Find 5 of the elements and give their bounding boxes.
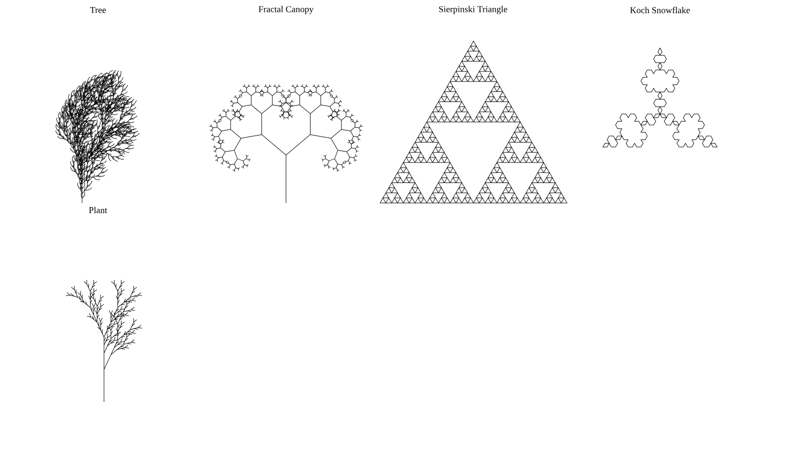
drawing-title: Plant bbox=[89, 206, 108, 214]
drawing-title: Sierpinski Triangle bbox=[439, 6, 508, 14]
drawing-title: Tree bbox=[90, 7, 106, 13]
drawing-title: Koch Snowflake bbox=[630, 6, 690, 14]
drawing-title: Fractal Canopy bbox=[258, 6, 314, 14]
